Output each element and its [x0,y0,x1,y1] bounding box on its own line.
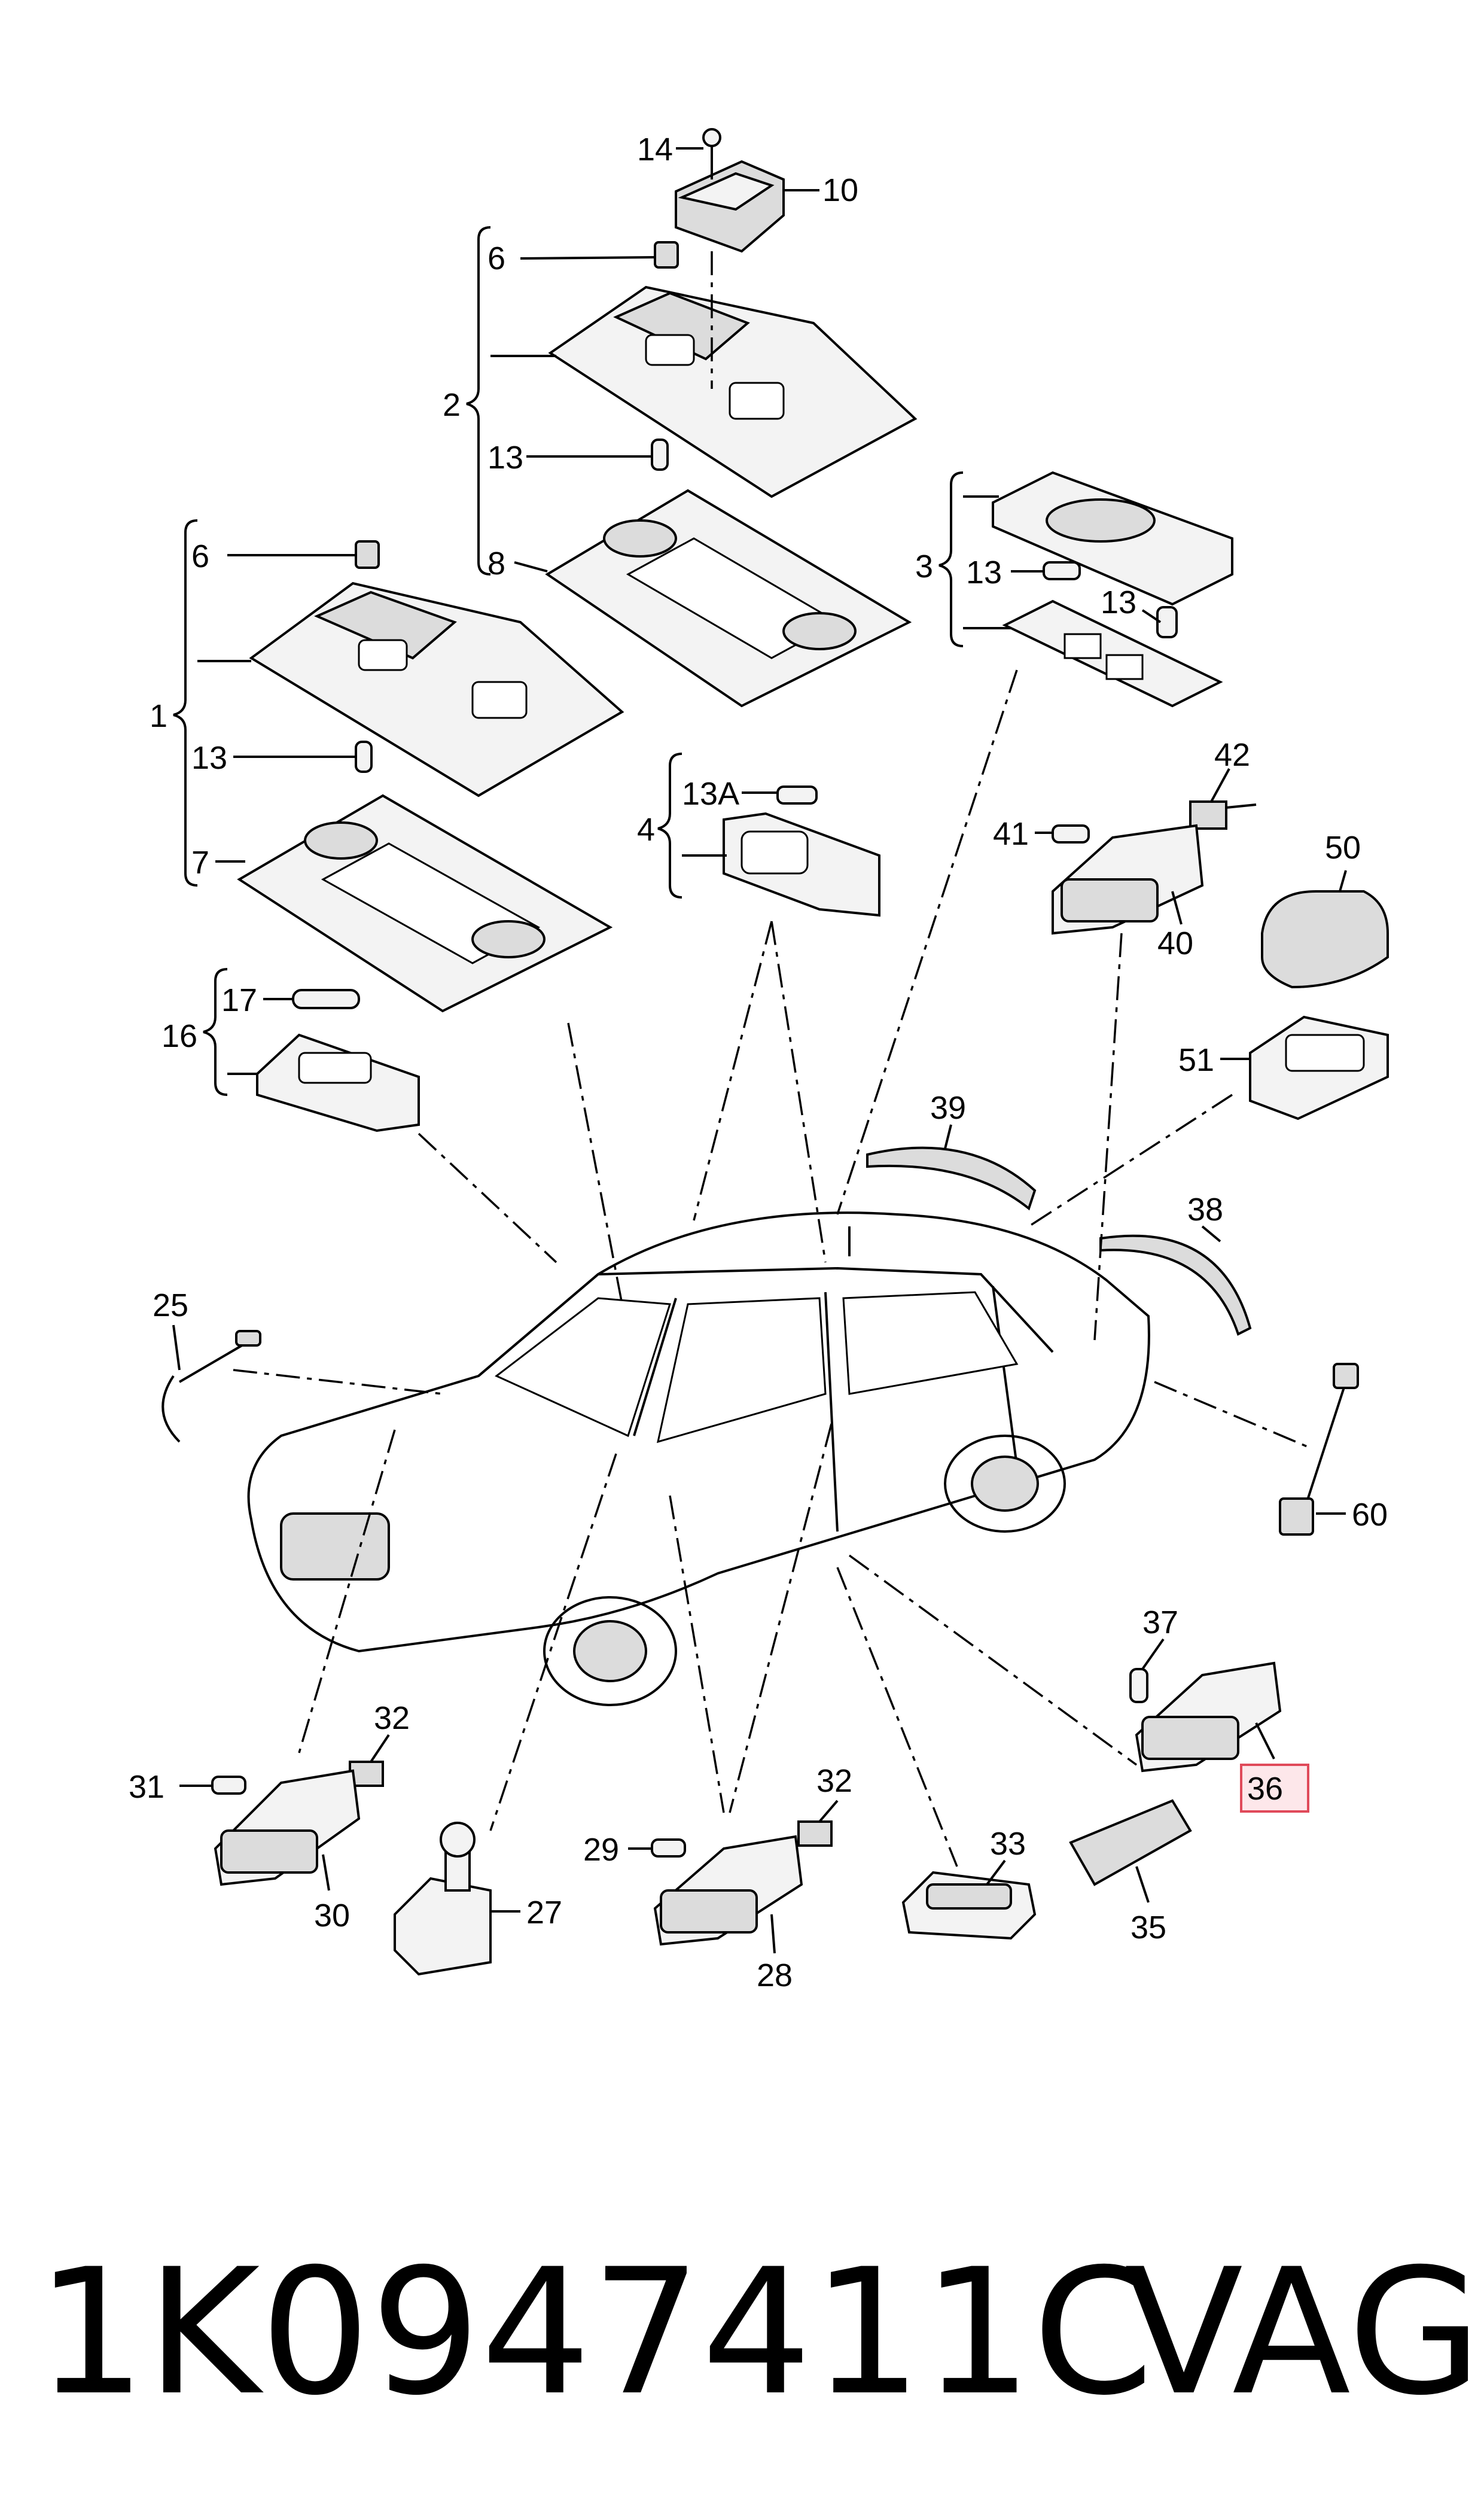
brace-4 [657,753,682,899]
callout-6-top: 6 [487,240,505,276]
bulb-31 [211,1776,246,1795]
bulb-13-assy1 [355,741,373,773]
lamp-40 [1052,824,1204,935]
callout-13A: 13A [682,776,739,812]
lens-35 [1069,1799,1192,1886]
callout-27: 27 [526,1895,562,1931]
part-number: 1K0947411C [36,2232,1154,2434]
cover-7 [237,794,613,1013]
bulb-13A [776,785,818,805]
callout-60: 60 [1352,1497,1388,1533]
car-body [247,1211,1150,1706]
callout-39: 39 [930,1090,966,1126]
callout-32-left: 32 [374,1700,410,1736]
trim-39 [866,1146,1037,1211]
lamp-28 [653,1835,803,1946]
trim-38 [1099,1234,1252,1336]
callout-7: 7 [191,845,209,881]
lens-3 [1002,599,1223,708]
brand-name: VAG [1125,2232,1482,2434]
bulb-17 [292,989,360,1009]
callout-13-assy3-b: 13 [1101,584,1136,620]
callout-41: 41 [993,816,1029,852]
lamp-33 [901,1871,1037,1940]
callout-38: 38 [1187,1192,1223,1228]
callout-42: 42 [1214,737,1250,773]
brace-1 [173,519,198,887]
lamp-30 [214,1769,361,1886]
callout-31: 31 [129,1769,164,1805]
housing-1 [249,581,624,797]
callout-4: 4 [637,812,655,848]
brace-3 [938,471,964,647]
bulbs-13-assy3 [1043,561,1178,638]
callout-numbers: 14 10 6 2 13 8 6 1 13 7 3 13 13 13A 4 17… [129,132,1388,1993]
connector-42 [1189,800,1257,830]
parts-diagram: 14 10 6 2 13 8 6 1 13 7 3 13 13 13A 4 17… [129,128,1389,1993]
bulb-29 [651,1838,686,1858]
switch-unit-10 [675,128,785,253]
housing-3 [992,471,1233,606]
callout-16: 16 [161,1018,197,1054]
callout-6-left: 6 [191,538,209,574]
callout-30: 30 [314,1898,350,1934]
callout-35: 35 [1130,1910,1166,1945]
callout-33: 33 [990,1826,1026,1862]
callout-14: 14 [637,132,673,168]
housing-2 [548,285,918,498]
lamp-50 [1261,890,1389,989]
connector-32-center [797,1820,833,1847]
lamp-36 [1135,1661,1282,1773]
callout-29: 29 [583,1832,619,1868]
callout-37: 37 [1142,1604,1178,1640]
leader-lines [233,669,1311,1867]
switch-27 [394,1822,492,1976]
lamp-51 [1249,1015,1389,1121]
lamp-16 [256,1033,420,1132]
callout-40: 40 [1157,925,1193,961]
callout-51: 51 [1178,1042,1214,1078]
clip-6-left [355,540,380,569]
callout-25: 25 [153,1287,188,1323]
cable-60 [1279,1363,1359,1536]
bulb-37 [1129,1668,1148,1703]
clip-6-top [654,241,679,269]
callout-13-assy3-a: 13 [966,555,1002,590]
callout-36: 36 [1247,1771,1283,1807]
callout-13-assy2: 13 [487,440,523,476]
brace-2 [466,226,491,576]
callout-32-center: 32 [816,1763,852,1799]
callout-36-highlight [1240,1764,1309,1813]
callout-3: 3 [915,549,933,584]
callout-1: 1 [150,698,167,734]
connector-32-left [349,1761,384,1787]
callout-10: 10 [822,172,858,208]
bulb-41 [1052,824,1090,844]
brace-16 [203,968,228,1096]
callout-leaders [172,147,1347,1954]
bulb-13-assy2 [651,439,669,471]
cover-8 [545,489,912,708]
callout-13-assy1: 13 [191,740,227,776]
callout-8: 8 [487,546,505,581]
callout-28: 28 [757,1957,793,1993]
cable-25 [161,1330,261,1443]
lamp-4 [723,812,880,917]
callout-2: 2 [443,387,461,423]
callout-50: 50 [1325,830,1361,866]
callout-17: 17 [221,982,257,1018]
